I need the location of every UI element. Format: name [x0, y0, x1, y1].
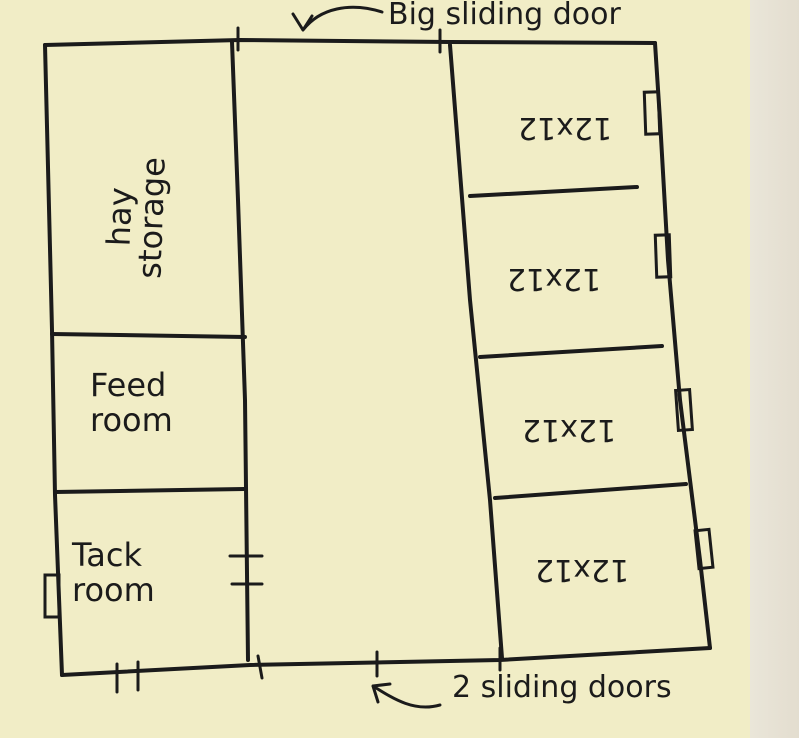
feed-room-label-line2: room [90, 401, 173, 440]
divider-feed-tack [53, 487, 246, 494]
bottom-sliding-doors-label: 2 sliding doors [452, 670, 672, 705]
tack-room-door [43, 573, 61, 619]
stall-divider-1 [468, 185, 639, 198]
wall-bottom [60, 646, 712, 677]
sticky-note-paper [0, 0, 761, 738]
tack-room-label-line1: Tack [72, 536, 142, 574]
bottom-door-tick-3 [256, 654, 264, 680]
tack-room-label: Tack room [72, 536, 155, 610]
aisle-wall-right [448, 43, 504, 660]
background-surface [750, 0, 799, 738]
stall-door-1 [642, 90, 662, 136]
stall-door-3 [674, 387, 694, 433]
arrow-to-bottom-doors [371, 682, 442, 709]
stall-door-2 [653, 233, 673, 279]
stall-divider-3 [493, 482, 688, 500]
tack-room-label-line2: room [72, 571, 155, 610]
feed-room-label: Feed room [90, 366, 173, 440]
stall-3-label: 12x12 [522, 412, 617, 447]
stall-4-label: 12x12 [535, 552, 630, 587]
divider-hay-feed [50, 332, 247, 339]
stall-divider-2 [478, 344, 664, 359]
feed-room-label-line1: Feed [90, 366, 167, 404]
stall-door-4 [693, 527, 715, 571]
arrow-to-big-door [291, 5, 384, 32]
hay-storage-label-line2: storage [130, 156, 173, 280]
big-sliding-door-label: Big sliding door [388, 0, 621, 32]
wall-top [43, 37, 657, 47]
aisle-wall-left [230, 40, 250, 662]
stall-1-label: 12x12 [518, 110, 613, 145]
stall-2-label: 12x12 [507, 261, 602, 296]
hay-storage-label: hay storage [100, 155, 173, 280]
